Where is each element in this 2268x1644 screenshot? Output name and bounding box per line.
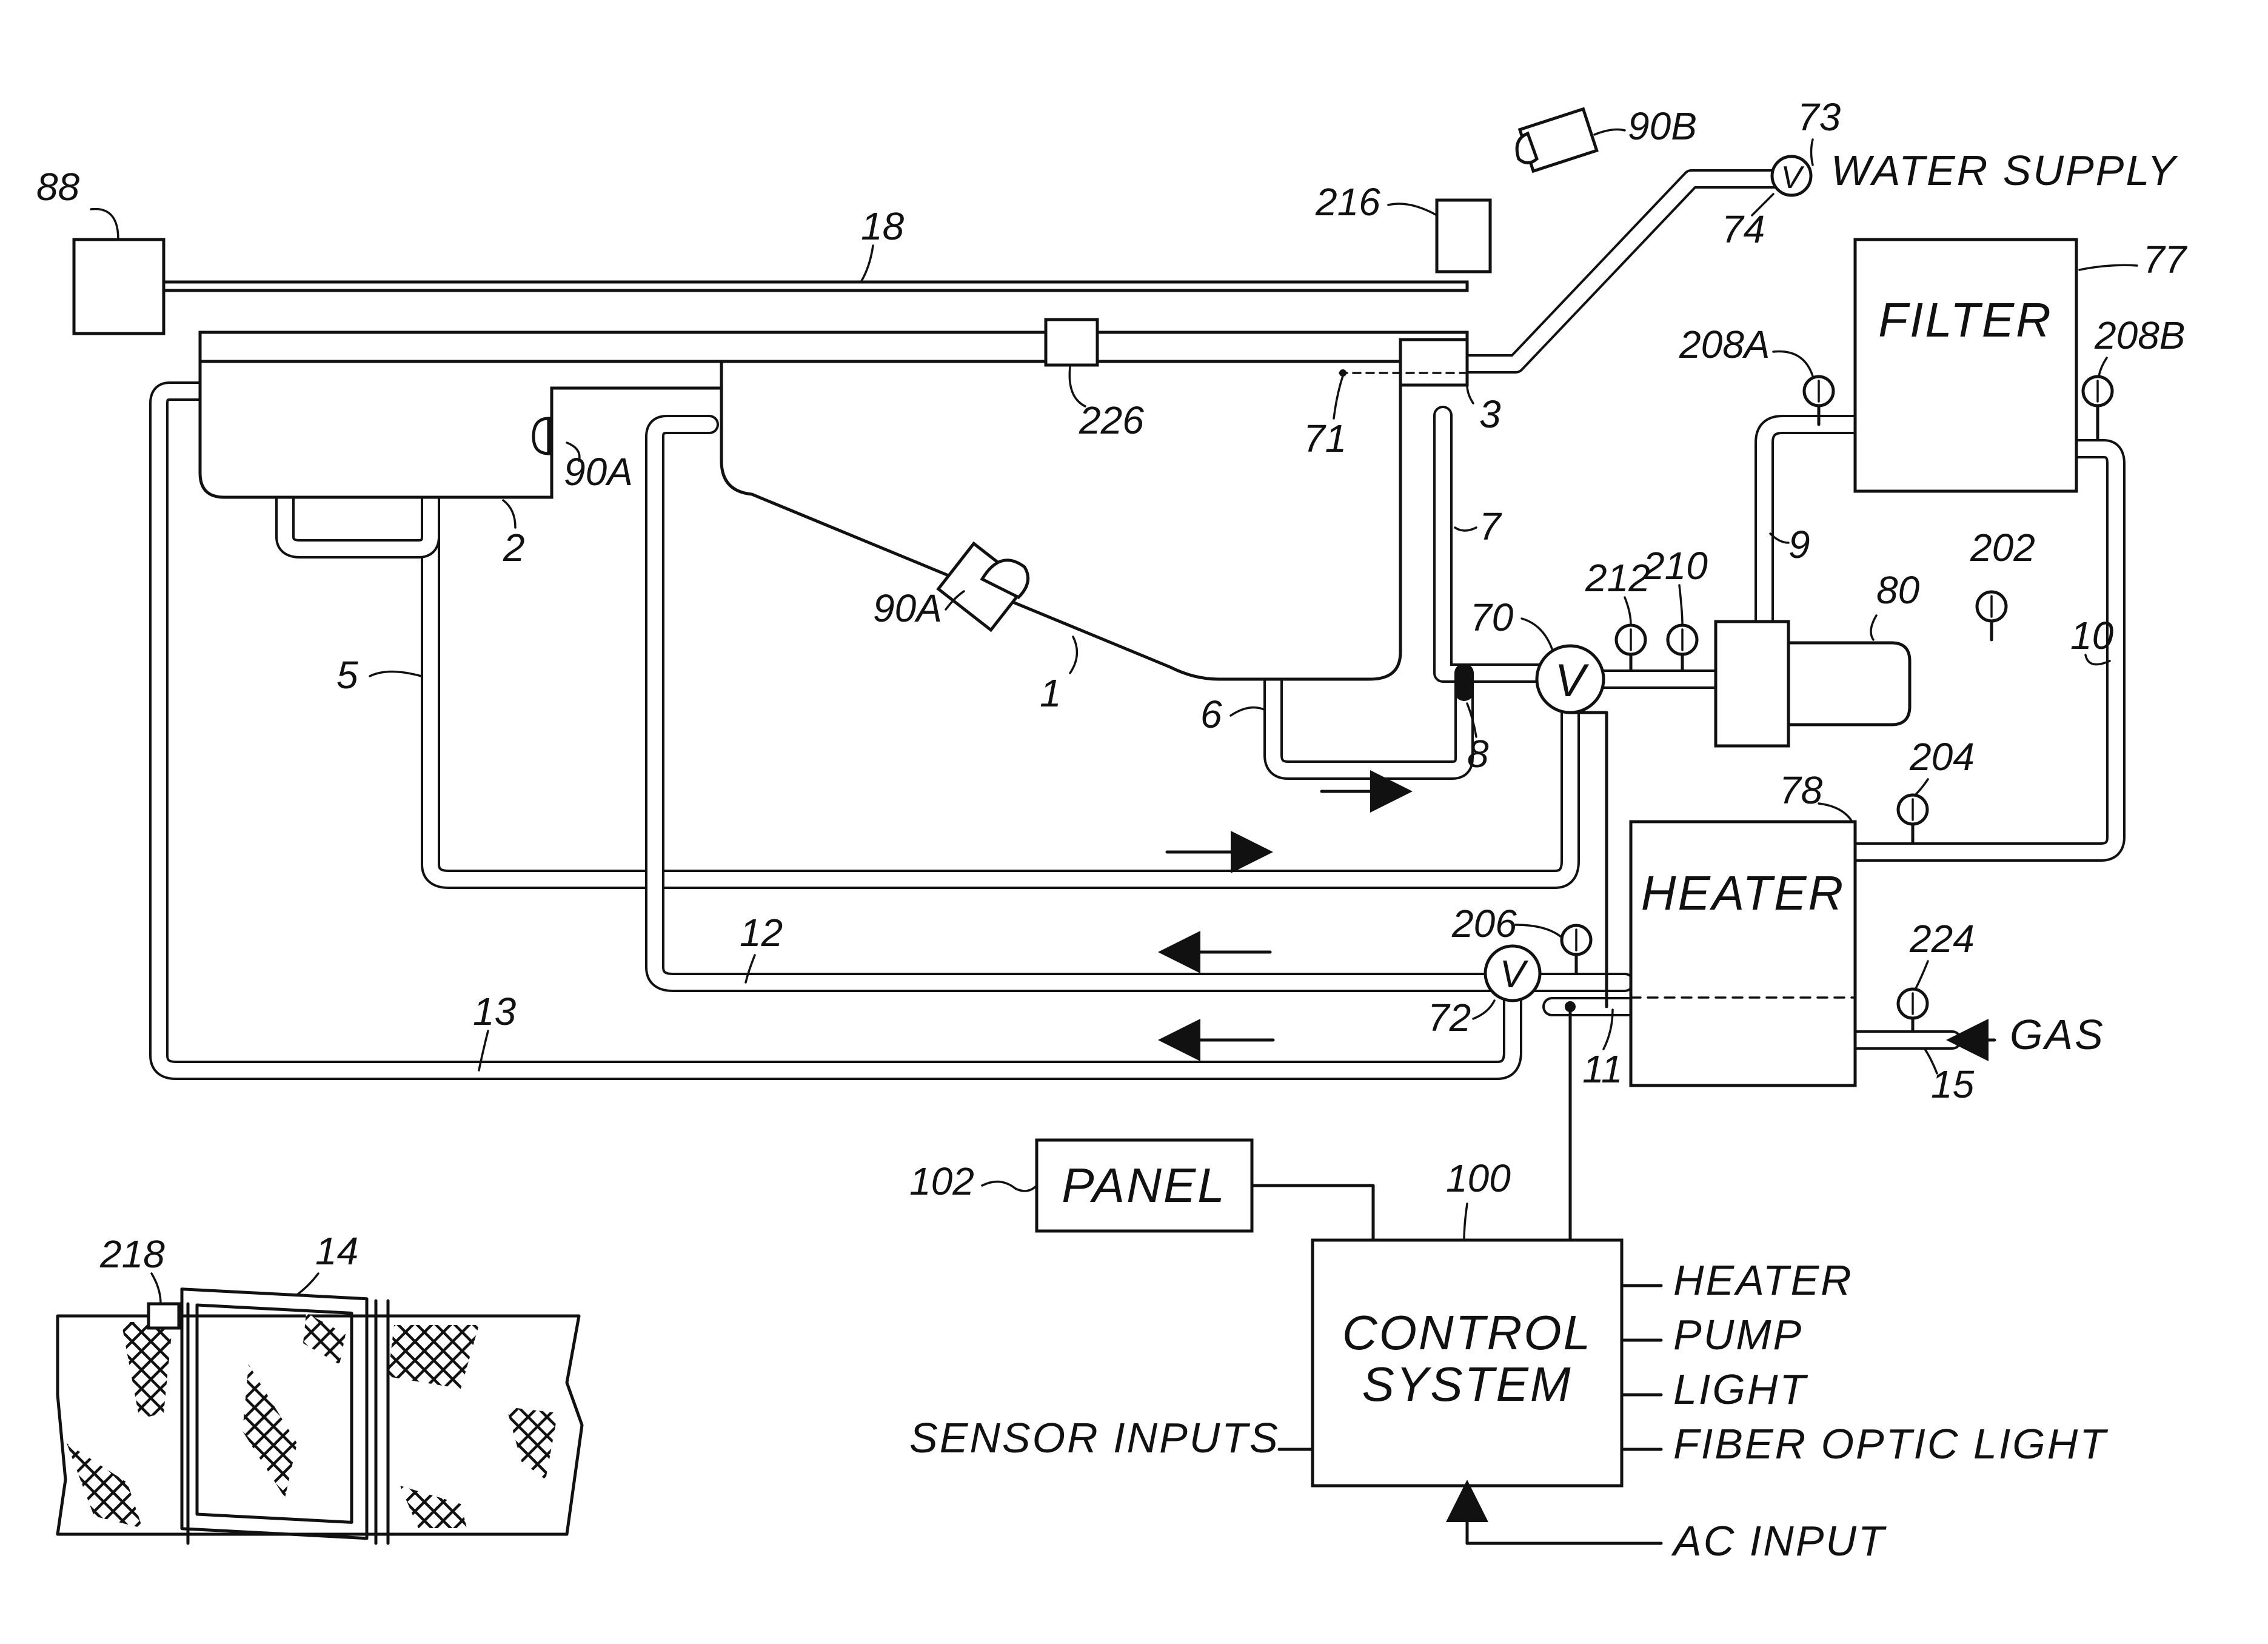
sensor-inputs-label: SENSOR INPUTS [909,1414,1280,1461]
fence-gate-inset [58,1289,582,1543]
control-label-1: CONTROL [1342,1306,1592,1360]
ref-224: 224 [1909,917,1975,961]
ref-90a-spa: 90A [564,450,633,494]
ref-10: 10 [2070,614,2114,657]
heater-label: HEATER [1641,866,1845,920]
ref-5: 5 [336,653,358,697]
ref-14: 14 [315,1229,358,1273]
gauge-204 [1898,795,1927,843]
ref-226: 226 [1079,398,1144,442]
ref-13: 13 [473,990,517,1033]
ref-78: 78 [1779,768,1823,812]
fiber-light-90b [1517,109,1597,171]
ref-73: 73 [1798,95,1841,139]
ref-206: 206 [1451,902,1517,945]
light-90a-spa [534,418,549,454]
skimmer-3 [1400,340,1467,385]
flow-arrows [1167,791,1400,1040]
gauge-224 [1898,989,1927,1031]
sensor-218 [149,1304,179,1328]
ref-90a-pool: 90A [873,586,942,630]
ref-1: 1 [1040,671,1062,715]
ref-100: 100 [1446,1156,1511,1200]
output-pump-label: PUMP [1673,1311,1803,1358]
ref-71: 71 [1303,417,1346,460]
deck-coping [200,332,1467,361]
svg-text:V: V [1781,160,1805,195]
filter-77 [1855,240,2076,491]
gas-label: GAS [2010,1011,2105,1058]
ref-9: 9 [1788,523,1810,566]
component-216 [1437,200,1490,272]
control-label-2: SYSTEM [1362,1357,1573,1411]
ref-7: 7 [1479,505,1502,548]
component-226 [1046,320,1097,365]
output-fiber-optic-light-label: FIBER OPTIC LIGHT [1673,1420,2108,1468]
ref-77: 77 [2143,238,2188,281]
ref-208a: 208A [1679,323,1770,366]
ref-3: 3 [1479,392,1501,436]
pipe-6 [1273,679,1464,770]
ref-12: 12 [740,911,783,955]
filter-label: FILTER [1878,293,2053,347]
deck-18 [164,282,1467,290]
ref-218: 218 [99,1232,165,1276]
ref-216: 216 [1315,180,1380,224]
component-88 [74,240,164,334]
output-heater-label: HEATER [1673,1256,1853,1304]
svg-text:V: V [1555,655,1590,706]
ref-74: 74 [1722,207,1765,251]
ref-18: 18 [861,204,905,248]
ref-6: 6 [1200,693,1222,736]
gauge-208b [2083,377,2112,440]
ref-102: 102 [909,1159,974,1203]
ref-202: 202 [1970,526,2035,569]
ref-15: 15 [1931,1062,1975,1106]
ref-11: 11 [1582,1047,1622,1091]
ref-212: 212 [1585,556,1650,600]
svg-text:V: V [1500,952,1529,996]
ref-90b: 90B [1628,104,1697,148]
output-light-label: LIGHT [1673,1366,1808,1413]
gauge-206 [1562,925,1591,973]
pipe-2-drain [285,497,430,549]
ref-72: 72 [1428,996,1471,1039]
ref-2: 2 [503,526,525,569]
water-supply-label: WATER SUPPLY [1831,147,2178,194]
ref-208b: 208B [2094,314,2185,357]
gauge-212 [1616,625,1645,670]
ac-input-label: AC INPUT [1671,1517,1887,1565]
pump-80 [1716,622,1910,746]
ref-88: 88 [36,165,80,209]
gauge-210 [1668,625,1697,670]
ref-8: 8 [1467,732,1489,776]
heater-78 [1631,822,1855,1085]
gauge-202 [1977,592,2006,640]
ref-210: 210 [1642,544,1708,588]
ref-204: 204 [1909,735,1975,779]
ref-70: 70 [1470,596,1514,639]
ref-80: 80 [1876,568,1920,612]
panel-label: PANEL [1062,1158,1226,1212]
